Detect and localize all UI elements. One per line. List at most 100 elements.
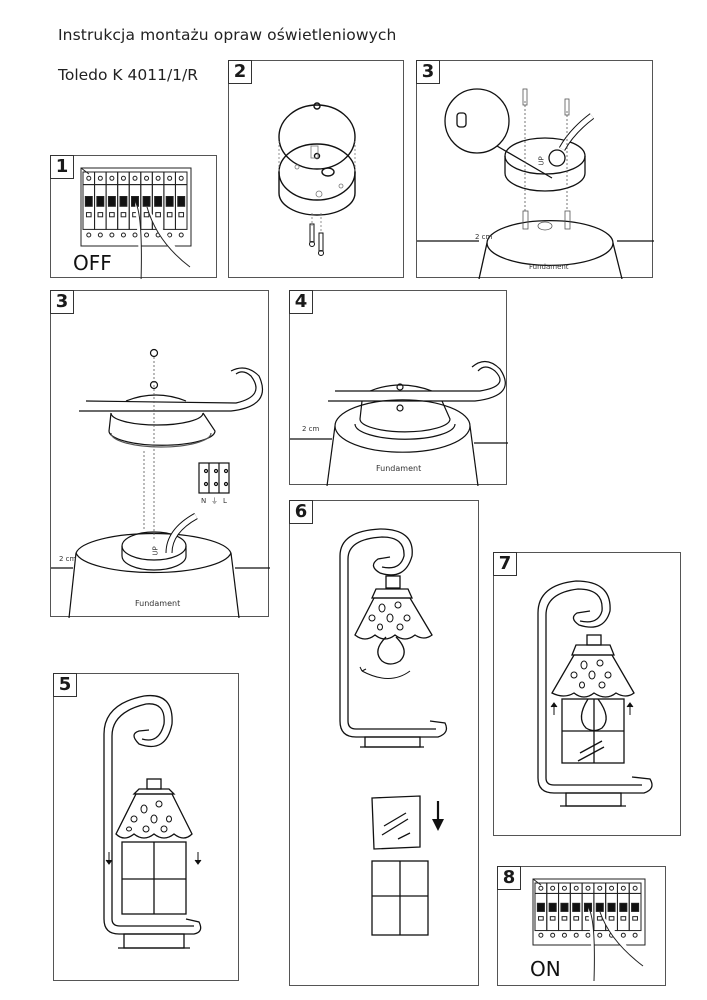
foundation-label: Fundament	[135, 599, 181, 608]
breaker-part	[154, 196, 163, 207]
breaker-part	[132, 232, 138, 238]
on-caption: ON	[530, 957, 561, 981]
document-title: Instrukcja montażu opraw oświetleniowych	[58, 26, 397, 44]
breaker-part	[94, 184, 107, 230]
breaker-part	[632, 916, 638, 921]
breaker-part	[632, 885, 638, 891]
breaker-part	[105, 184, 119, 230]
lantern-remove-frame-icon	[103, 694, 202, 949]
hand-icon	[587, 907, 644, 982]
breaker-part	[550, 932, 556, 938]
breaker-part	[85, 212, 92, 218]
breaker-part	[620, 932, 626, 938]
breaker-part	[628, 882, 642, 894]
lantern-reassemble-icon	[537, 580, 653, 807]
breaker-part	[628, 892, 642, 932]
breaker-part	[143, 212, 150, 218]
step-5-panel: 5	[53, 673, 239, 981]
product-code: Toledo K 4011/1/R	[58, 66, 199, 84]
breaker-part	[178, 232, 184, 238]
breaker-part	[142, 196, 151, 207]
breaker-part	[109, 232, 115, 238]
breaker-part	[132, 175, 138, 181]
breaker-part	[595, 902, 604, 912]
breaker-part	[178, 175, 184, 181]
step-number: 3	[416, 60, 440, 84]
breaker-part	[607, 902, 616, 912]
breaker-part	[560, 902, 569, 912]
breaker-part	[549, 916, 556, 921]
mount-arm-icon	[290, 360, 508, 486]
breaker-part	[616, 892, 630, 932]
breaker-part	[120, 232, 126, 238]
breaker-part	[536, 902, 545, 912]
breaker-part	[86, 232, 92, 238]
breaker-part	[165, 196, 174, 207]
step-number: 1	[50, 155, 74, 179]
breaker-part	[561, 932, 567, 938]
step-1-panel: 1 OFF	[50, 155, 217, 279]
hand-icon	[134, 201, 191, 279]
terminal-ground: ⏚	[211, 497, 218, 505]
up-label: UP	[537, 156, 546, 166]
breaker-part	[131, 196, 139, 207]
breaker-part	[593, 892, 607, 932]
foundation-label: Fundament	[376, 464, 422, 473]
mounting-box-icon	[278, 102, 356, 256]
step-number: 3	[50, 290, 74, 314]
breaker-part	[561, 885, 567, 891]
step-7-panel: 7	[493, 552, 681, 836]
breaker-part	[166, 212, 173, 218]
breaker-part	[631, 902, 640, 912]
breaker-part	[538, 916, 544, 921]
insert-bulb-glass-icon	[339, 528, 448, 936]
step-number: 2	[228, 60, 252, 84]
step-number: 7	[493, 552, 517, 576]
breaker-part	[174, 184, 188, 230]
breaker-part	[177, 196, 186, 207]
breaker-part	[609, 885, 615, 891]
height-label: 2 cm	[475, 233, 493, 241]
breaker-part	[117, 171, 130, 186]
terminal-n: N	[201, 497, 207, 505]
breaker-part	[128, 171, 142, 186]
breaker-part	[140, 171, 153, 186]
height-label: 2 cm	[302, 425, 320, 433]
breaker-part	[155, 175, 161, 181]
breaker-part	[167, 175, 173, 181]
breaker-part	[558, 892, 571, 932]
breaker-part	[558, 882, 571, 894]
breaker-part	[174, 171, 188, 186]
breaker-part	[119, 196, 128, 207]
breaker-part	[572, 902, 581, 912]
step-number: 6	[289, 500, 313, 524]
breaker-part	[546, 892, 560, 932]
breaker-part	[573, 932, 579, 938]
breaker-part	[550, 885, 556, 891]
step-number: 4	[289, 290, 313, 314]
breaker-part	[561, 916, 568, 921]
step-6-panel: 6	[289, 500, 479, 986]
step-3-panel-b: 3 N ⏚ L UP 2 cm	[50, 290, 270, 618]
breaker-part	[82, 184, 96, 230]
breaker-part	[597, 932, 603, 938]
breaker-part	[608, 916, 615, 921]
breaker-part	[144, 232, 150, 238]
breaker-part	[620, 885, 626, 891]
breaker-part	[120, 175, 126, 181]
breaker-part	[155, 212, 161, 218]
breaker-part	[620, 916, 627, 921]
breaker-part	[632, 932, 638, 938]
breaker-part	[616, 882, 630, 894]
breaker-panel-icon	[532, 878, 646, 982]
terminal-l: L	[223, 497, 227, 505]
breaker-part	[569, 882, 583, 894]
breaker-part	[548, 902, 557, 912]
breaker-part	[84, 196, 93, 207]
breaker-part	[109, 175, 115, 181]
breaker-part	[163, 171, 176, 186]
breaker-part	[107, 196, 116, 207]
breaker-part	[94, 171, 107, 186]
step-number: 8	[497, 866, 521, 890]
breaker-part	[96, 196, 105, 207]
